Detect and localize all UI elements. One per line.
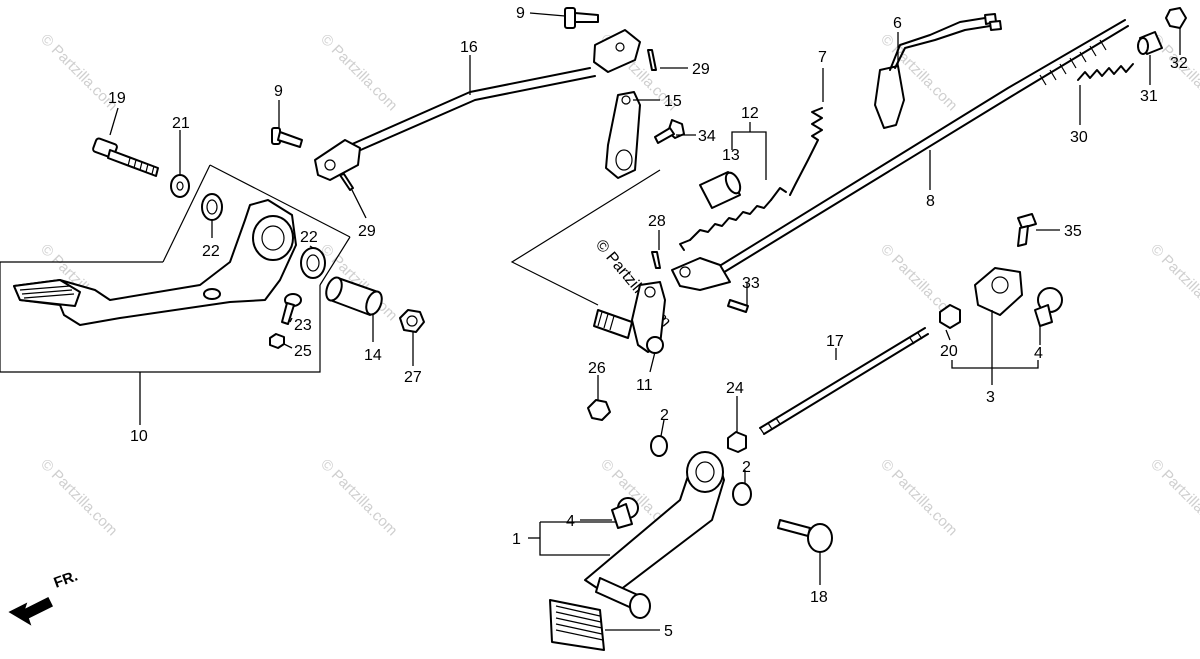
callout-8: 8	[926, 193, 935, 210]
callout-32: 32	[1170, 55, 1188, 72]
callout-3: 3	[986, 389, 995, 406]
callout-labels: 1 2 2 3 4 4 5 6 7 8 9 9 10 11 12 13 14 1…	[108, 5, 1188, 640]
callout-1: 1	[512, 531, 521, 548]
callout-22: 22	[202, 243, 220, 260]
pin-28	[651, 251, 661, 269]
arm-assembly-outline	[510, 169, 661, 306]
nut-27	[399, 309, 425, 333]
sleeve-13	[699, 171, 742, 209]
watermark: © Partzilla.com	[317, 31, 400, 114]
seal-22-inner	[206, 199, 218, 215]
rod-17	[759, 327, 929, 435]
callout-9: 9	[516, 5, 525, 22]
bolt-9-left	[271, 127, 303, 148]
ball-joint-4-lower	[611, 497, 639, 529]
callout-14: 14	[364, 347, 382, 364]
nut-20	[939, 304, 961, 329]
pin-33	[727, 299, 749, 313]
callout-4: 4	[566, 513, 575, 530]
callout-18: 18	[810, 589, 828, 606]
brake-rod-16	[314, 29, 641, 181]
bolt-34	[654, 119, 685, 144]
callout-11: 11	[636, 377, 653, 394]
washer-21-hole	[176, 181, 184, 191]
washer-2b	[732, 482, 752, 506]
callout-4: 4	[1034, 345, 1043, 362]
callout-25: 25	[294, 343, 312, 360]
watermark: © Partzilla.com	[37, 456, 120, 539]
seal-22b-inner	[306, 254, 320, 272]
front-arrow-icon: FR.	[8, 568, 81, 626]
callout-16: 16	[460, 39, 478, 56]
callout-15: 15	[664, 93, 682, 110]
ball-joint-4	[1034, 287, 1063, 327]
bolt-18	[777, 519, 833, 553]
shift-lever-1	[584, 451, 725, 619]
callout-6: 6	[893, 15, 902, 32]
collar-31	[1137, 31, 1163, 55]
nut-32	[1165, 7, 1187, 29]
brake-pedal-group	[0, 164, 351, 425]
watermark: © Partzilla.com	[317, 456, 400, 539]
bolt-19	[92, 137, 159, 177]
callout-27: 27	[404, 369, 422, 386]
bolt-9-top	[564, 7, 599, 29]
shift-rubber-5	[549, 599, 605, 651]
watermark: © Partzilla.com	[1147, 241, 1200, 324]
spring-7	[789, 107, 823, 196]
callout-17: 17	[826, 333, 844, 350]
callout-2: 2	[742, 459, 751, 476]
callout-21: 21	[172, 115, 190, 132]
joint-3	[951, 267, 1039, 385]
callout-19: 19	[108, 90, 126, 107]
callout-23: 23	[294, 317, 312, 334]
seal-22b	[300, 247, 326, 279]
callout-26: 26	[588, 360, 606, 377]
spring-12	[679, 187, 787, 251]
nut-26	[587, 399, 611, 421]
callout-28: 28	[648, 213, 666, 230]
callout-22: 22	[300, 229, 318, 246]
callout-34: 34	[698, 128, 716, 145]
callout-9: 9	[274, 83, 283, 100]
nut-25	[269, 333, 285, 349]
callout-10: 10	[130, 428, 148, 445]
spring-30	[1077, 63, 1134, 81]
callout-33: 33	[742, 275, 760, 292]
leader-lines	[109, 12, 1181, 631]
callout-20: 20	[940, 343, 958, 360]
collar-14	[325, 276, 383, 316]
callout-35: 35	[1064, 223, 1082, 240]
callout-24: 24	[726, 380, 744, 397]
callout-29: 29	[358, 223, 376, 240]
cable-8	[671, 19, 1129, 291]
watermark: © Partzilla.com	[1147, 456, 1200, 539]
nut-24	[727, 431, 747, 453]
brake-pedal	[13, 199, 297, 326]
seal-22	[201, 193, 223, 221]
cotter-pin-29b	[339, 173, 354, 191]
callout-13: 13	[722, 147, 740, 164]
washer-21	[170, 174, 190, 198]
brake-arm-15	[605, 91, 641, 179]
bolt-35	[1017, 213, 1037, 247]
callout-12: 12	[741, 105, 759, 122]
brake-switch-6	[874, 13, 1002, 129]
front-label: FR.	[52, 568, 81, 592]
callout-2: 2	[660, 407, 669, 424]
bolt-23	[281, 293, 302, 325]
cotter-pin-29	[647, 49, 657, 71]
washer-2	[650, 435, 668, 457]
brake-shaft-11	[593, 281, 666, 354]
callout-31: 31	[1140, 88, 1158, 105]
watermark: © Partzilla.com	[877, 456, 960, 539]
callout-7: 7	[818, 49, 827, 66]
callout-5: 5	[664, 623, 673, 640]
callout-29: 29	[692, 61, 710, 78]
callout-30: 30	[1070, 129, 1088, 146]
